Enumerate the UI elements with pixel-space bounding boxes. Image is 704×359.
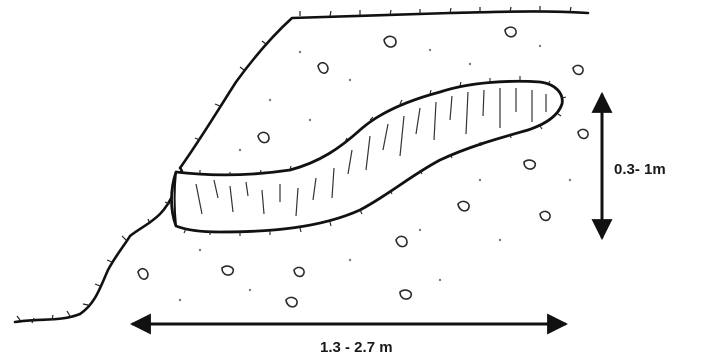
length-label: 1.3 - 2.7 m <box>320 339 393 356</box>
depth-label: 0.3- 1m <box>614 161 666 178</box>
burrow-tunnel <box>172 81 563 232</box>
soil-slope-texture <box>17 6 571 323</box>
